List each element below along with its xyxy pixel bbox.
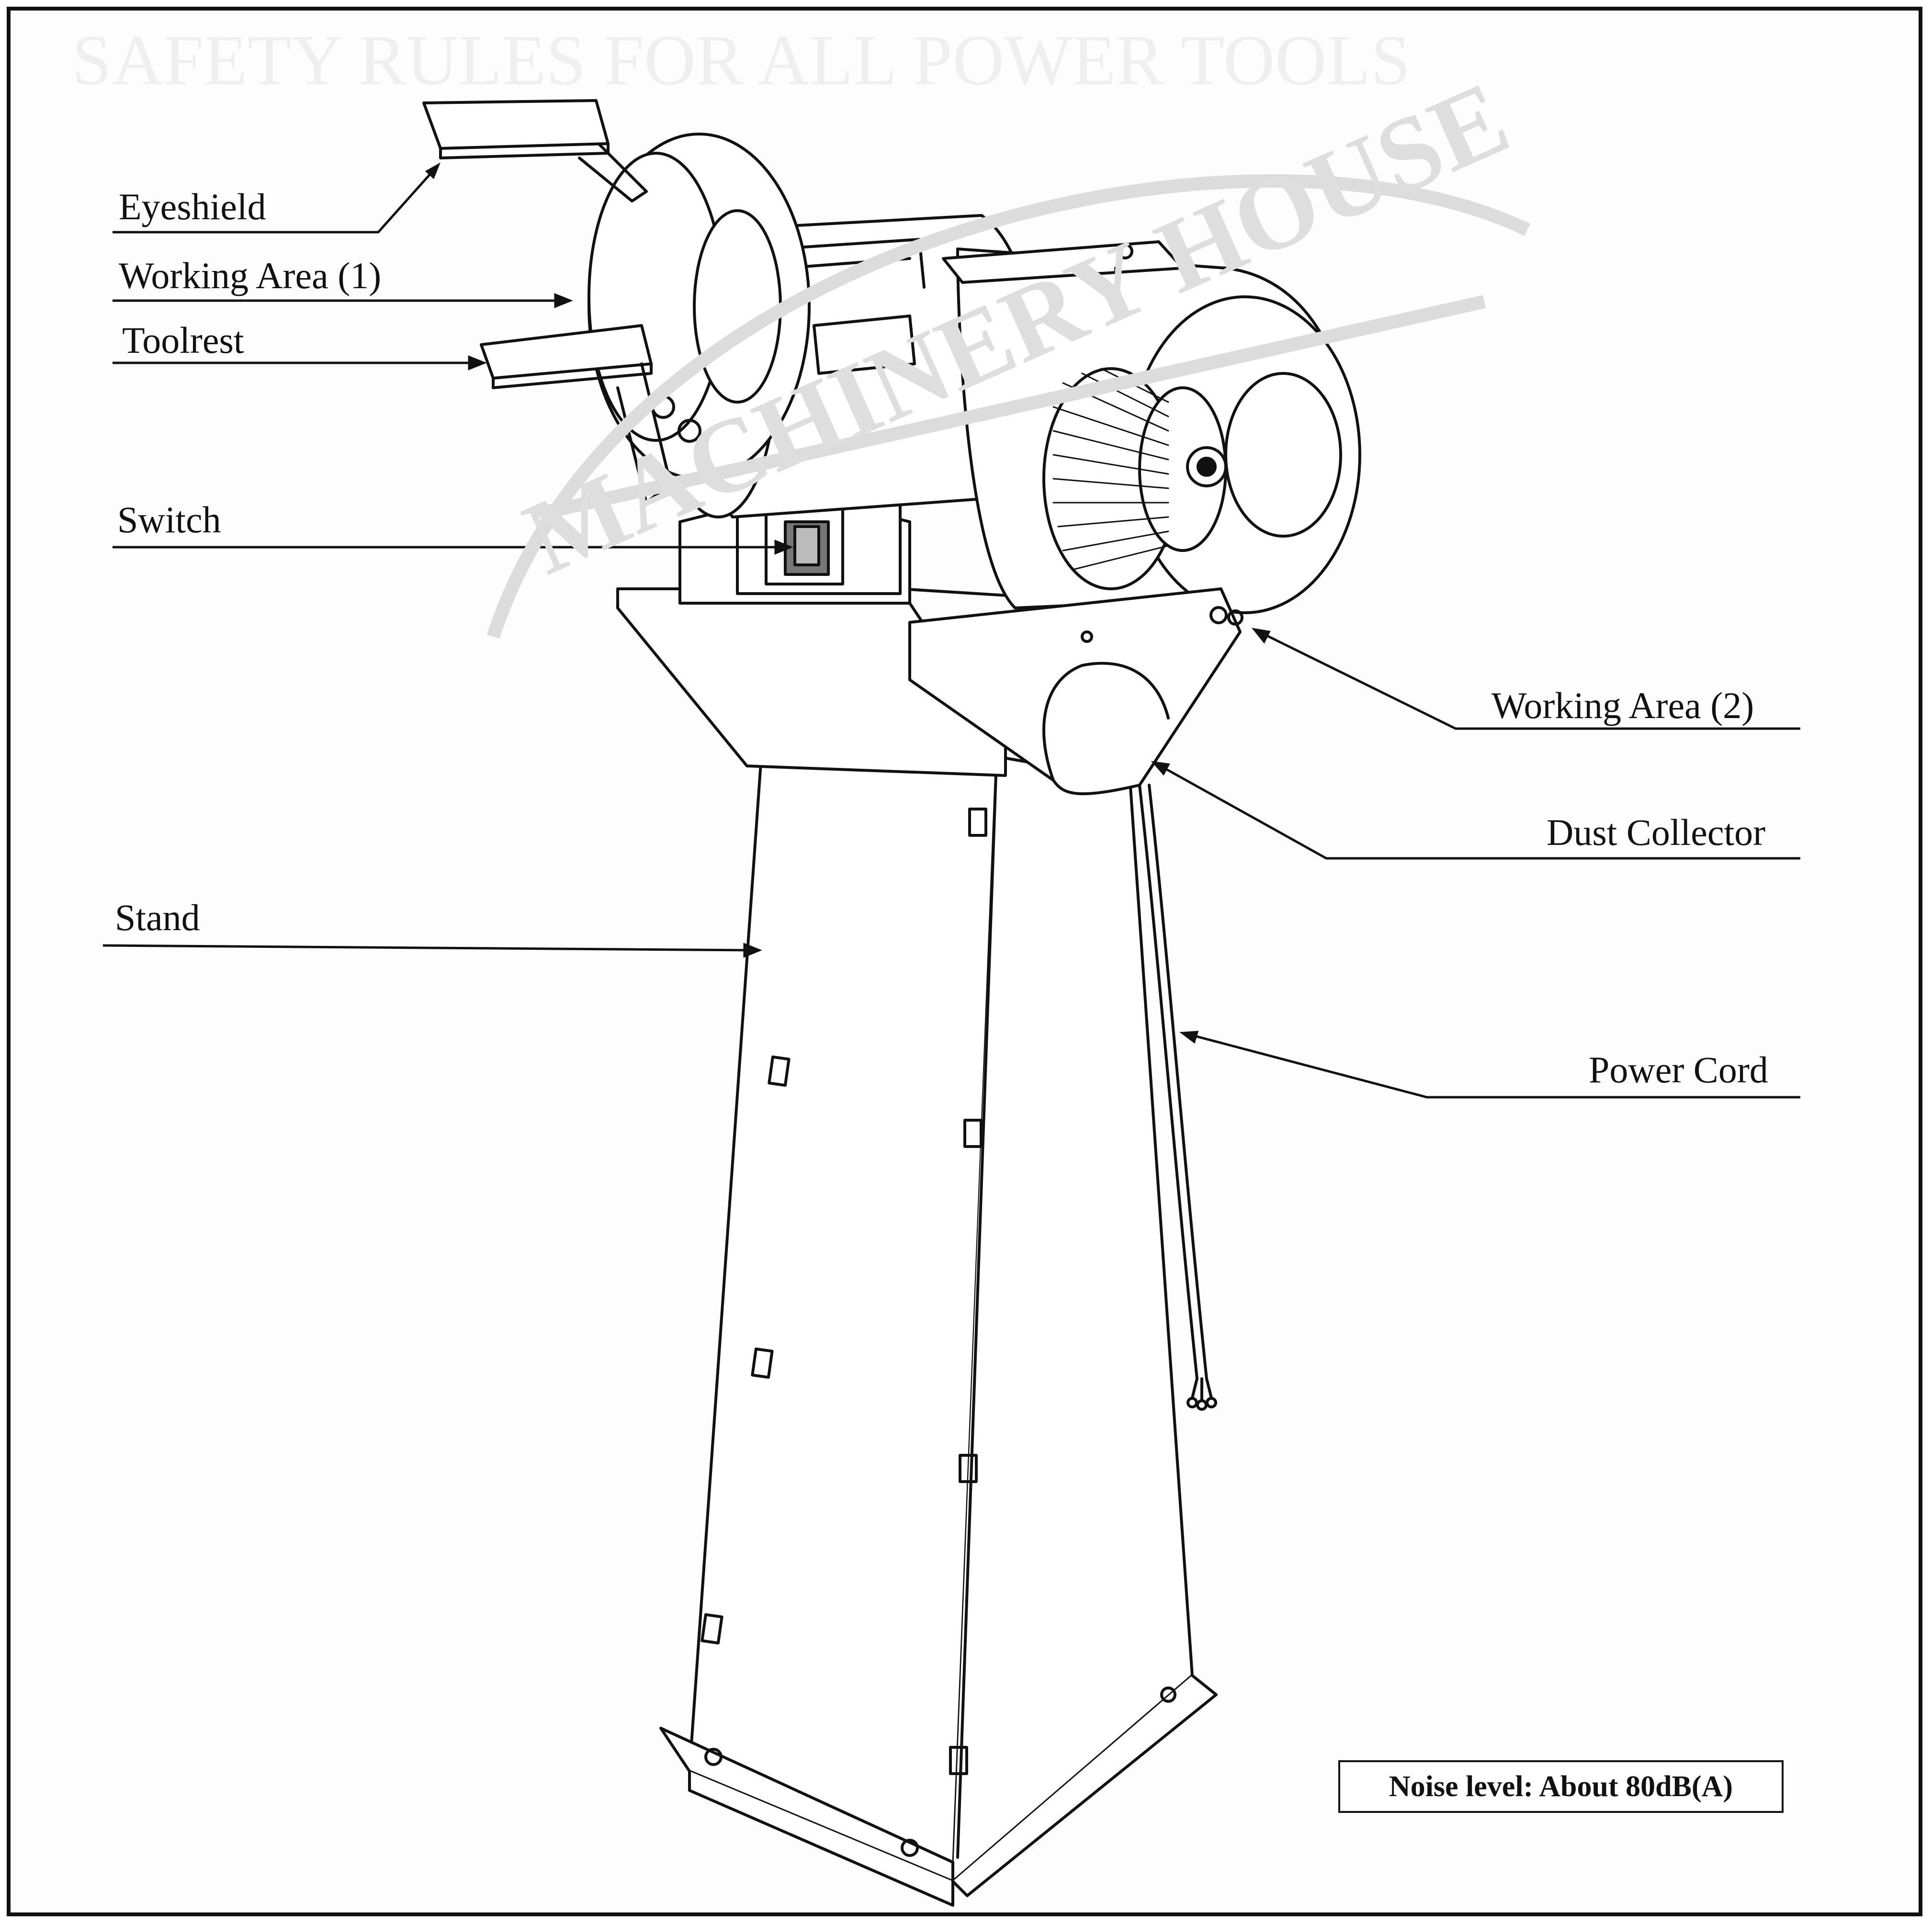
label-power-cord: Power Cord <box>1589 1049 1768 1091</box>
watermark-graphic <box>486 174 1530 639</box>
power-cord-graphic <box>1138 784 1217 1411</box>
noise-level-box: Noise level: About 80dB(A) <box>1338 1760 1784 1813</box>
label-toolrest: Toolrest <box>122 319 244 361</box>
label-eyeshield: Eyeshield <box>119 186 266 227</box>
switch-graphic <box>765 506 844 585</box>
working-area-1-leader <box>113 293 573 308</box>
toolrest-leader <box>113 355 487 371</box>
stand <box>659 737 1218 1907</box>
label-switch: Switch <box>117 499 221 540</box>
eyeshield-graphic <box>422 99 610 159</box>
switch-leader <box>113 540 793 555</box>
noise-level-text: Noise level: About 80dB(A) <box>1389 1770 1733 1803</box>
dust-collector-leader <box>1151 761 1800 860</box>
label-stand: Stand <box>115 897 200 938</box>
power-cord-leader <box>1179 1031 1800 1099</box>
working-area-2-leader <box>1251 628 1800 730</box>
label-dust-collector: Dust Collector <box>1547 811 1766 853</box>
toolrest-graphic <box>480 324 701 504</box>
eyeshield-leader <box>113 162 441 234</box>
label-working-area-1: Working Area (1) <box>119 255 382 296</box>
stand-leader <box>102 943 762 958</box>
wire-brush-graphic <box>1042 367 1227 590</box>
label-working-area-2: Working Area (2) <box>1491 685 1754 726</box>
background-bleed-heading: SAFETY RULES FOR ALL POWER TOOLS <box>72 21 1411 100</box>
